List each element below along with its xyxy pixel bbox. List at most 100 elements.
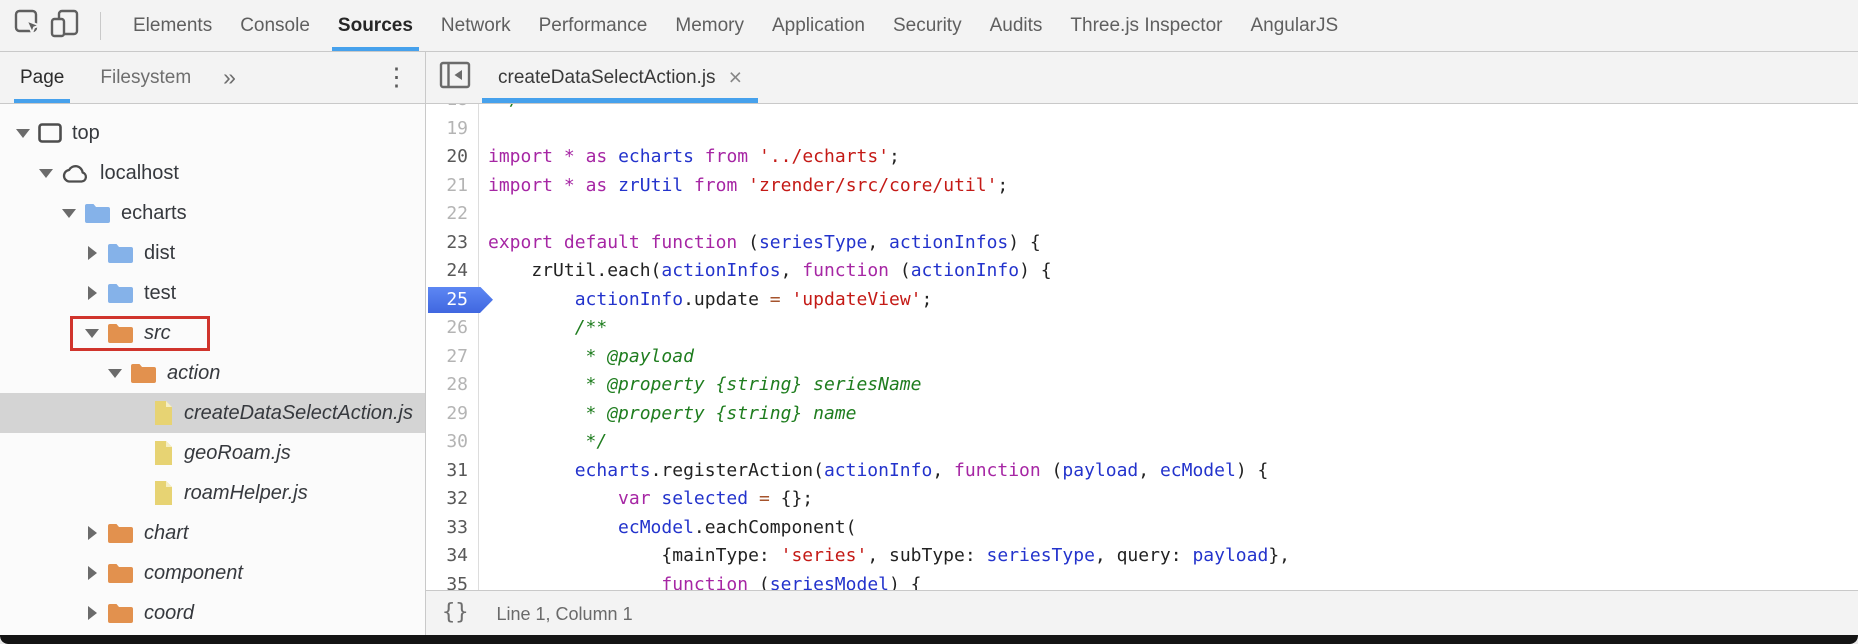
code-line[interactable]: var selected = {}; [488, 485, 1858, 514]
navigator-toggle-icon [439, 61, 471, 94]
code-token: default [563, 231, 640, 253]
disclosure-arrow-icon[interactable] [83, 526, 101, 540]
code-line[interactable]: import * as echarts from '../echarts'; [488, 143, 1858, 172]
disclosure-arrow-icon[interactable] [83, 286, 101, 300]
gutter-line-number[interactable]: 19 [446, 117, 468, 139]
folder-blue-icon [107, 282, 134, 304]
code-token [683, 175, 694, 196]
triangle-down [39, 168, 53, 178]
panel-tab-audits[interactable]: Audits [976, 0, 1057, 51]
panel-tab-three-js-inspector[interactable]: Three.js Inspector [1056, 0, 1236, 51]
code-line[interactable]: export default function (seriesType, act… [488, 229, 1858, 258]
tree-item-georoam-js[interactable]: geoRoam.js [0, 433, 425, 473]
code-line[interactable]: * @payload [488, 343, 1858, 372]
disclosure-arrow-icon[interactable] [83, 606, 101, 620]
code-line[interactable]: actionInfo.update = 'updateView'; [488, 286, 1858, 315]
editor-file-tab[interactable]: createDataSelectAction.js × [482, 52, 758, 103]
folder-orange-icon [107, 322, 134, 344]
gutter-line-number[interactable]: 29 [446, 402, 468, 424]
kebab-menu-icon[interactable]: ⋮ [384, 63, 409, 91]
gutter-line-number[interactable]: 20 [446, 146, 468, 167]
panel-tab-sources[interactable]: Sources [324, 0, 427, 51]
tree-item-top[interactable]: top [0, 113, 425, 153]
code-line[interactable]: */ [488, 428, 1858, 457]
panel-tab-performance[interactable]: Performance [525, 0, 662, 51]
triangle-right [87, 606, 97, 620]
gutter-line-number[interactable]: 35 [446, 573, 468, 591]
tree-item-action[interactable]: action [0, 353, 425, 393]
disclosure-arrow-icon[interactable] [83, 566, 101, 580]
panel-tab-memory[interactable]: Memory [661, 0, 758, 51]
panel-tab-angularjs[interactable]: AngularJS [1236, 0, 1352, 51]
code-token: seriesModel [769, 573, 889, 591]
disclosure-arrow-icon[interactable] [83, 328, 101, 338]
code-line[interactable] [488, 115, 1858, 144]
tree-item-localhost[interactable]: localhost [0, 153, 425, 193]
panel-tab-label: Sources [337, 14, 413, 36]
disclosure-arrow-icon[interactable] [37, 168, 55, 178]
code-line[interactable]: zrUtil.each(actionInfos, function (actio… [488, 257, 1858, 286]
gutter-line-number[interactable]: 24 [446, 260, 468, 281]
inspect-element-button[interactable] [10, 8, 46, 44]
code-token: '../echarts' [759, 146, 890, 167]
gutter-line-number[interactable]: 25 [426, 286, 478, 315]
code-token: ; [921, 288, 933, 310]
code-line[interactable]: import * as zrUtil from 'zrender/src/cor… [488, 172, 1858, 201]
panel-tab-label: Security [892, 14, 962, 36]
file-tab-label: createDataSelectAction.js [498, 66, 716, 88]
tree-item-chart[interactable]: chart [0, 513, 425, 553]
code-line[interactable]: /** [488, 314, 1858, 343]
code-line[interactable]: echarts.registerAction(actionInfo, funct… [488, 457, 1858, 486]
gutter-line-number[interactable]: 21 [446, 174, 468, 196]
gutter-line-number[interactable]: 32 [446, 488, 468, 509]
panel-tab-elements[interactable]: Elements [119, 0, 226, 51]
device-toolbar-button[interactable] [46, 8, 82, 44]
code-token: * @property {string} name [574, 402, 857, 424]
code-line[interactable]: {mainType: 'series', subType: seriesType… [488, 542, 1858, 571]
tree-item-coord[interactable]: coord [0, 593, 425, 633]
gutter-line-number[interactable]: 34 [446, 545, 468, 566]
code-line[interactable]: */ [488, 104, 1858, 115]
gutter-line-number[interactable]: 30 [446, 431, 468, 452]
code-line[interactable]: * @property {string} seriesName [488, 371, 1858, 400]
navigator-tab-filesystem[interactable]: Filesystem [94, 52, 197, 103]
navigator-tab-page[interactable]: Page [14, 52, 71, 103]
gutter-line-number[interactable]: 33 [446, 516, 468, 538]
gutter-line-number[interactable]: 28 [446, 374, 468, 395]
gutter-line-number[interactable]: 23 [446, 231, 468, 253]
disclosure-arrow-icon[interactable] [83, 246, 101, 260]
code-line[interactable]: * @property {string} name [488, 400, 1858, 429]
panel-tab-console[interactable]: Console [226, 0, 324, 51]
code-token: actionInfo [823, 459, 933, 481]
tree-item-component[interactable]: component [0, 553, 425, 593]
code-token: ecModel [618, 516, 694, 538]
tree-item-createdataselectaction-js[interactable]: createDataSelectAction.js [0, 393, 425, 433]
caret-position-label: Line 1, Column 1 [496, 604, 633, 624]
tree-item-echarts[interactable]: echarts [0, 193, 425, 233]
tree-item-dist[interactable]: dist [0, 233, 425, 273]
tree-item-test[interactable]: test [0, 273, 425, 313]
disclosure-arrow-icon[interactable] [106, 368, 124, 378]
close-tab-icon[interactable]: × [728, 64, 742, 90]
gutter-line-number[interactable]: 18 [426, 104, 478, 115]
tree-item-src[interactable]: src [0, 313, 425, 353]
code-line[interactable]: ecModel.eachComponent( [488, 514, 1858, 543]
more-tabs-chevron-icon[interactable]: » [223, 64, 236, 90]
panel-tab-network[interactable]: Network [427, 0, 525, 51]
disclosure-arrow-icon[interactable] [14, 128, 32, 138]
panel-tab-security[interactable]: Security [879, 0, 976, 51]
navigator-toggle-button[interactable] [438, 61, 472, 94]
panel-tab-application[interactable]: Application [758, 0, 879, 51]
code-line[interactable]: function (seriesModel) { [488, 571, 1858, 591]
breakpoint-marker[interactable] [428, 287, 493, 314]
code-line[interactable] [488, 200, 1858, 229]
disclosure-arrow-icon[interactable] [60, 208, 78, 218]
gutter-line-number[interactable]: 31 [446, 459, 468, 481]
gutter-line-number[interactable]: 27 [446, 345, 468, 367]
pretty-print-icon[interactable]: {} [442, 600, 469, 625]
tree-item-roamhelper-js[interactable]: roamHelper.js [0, 473, 425, 513]
gutter-line-number[interactable]: 22 [446, 203, 468, 224]
gutter-line-number[interactable]: 26 [446, 317, 468, 338]
triangle-down [85, 328, 99, 338]
